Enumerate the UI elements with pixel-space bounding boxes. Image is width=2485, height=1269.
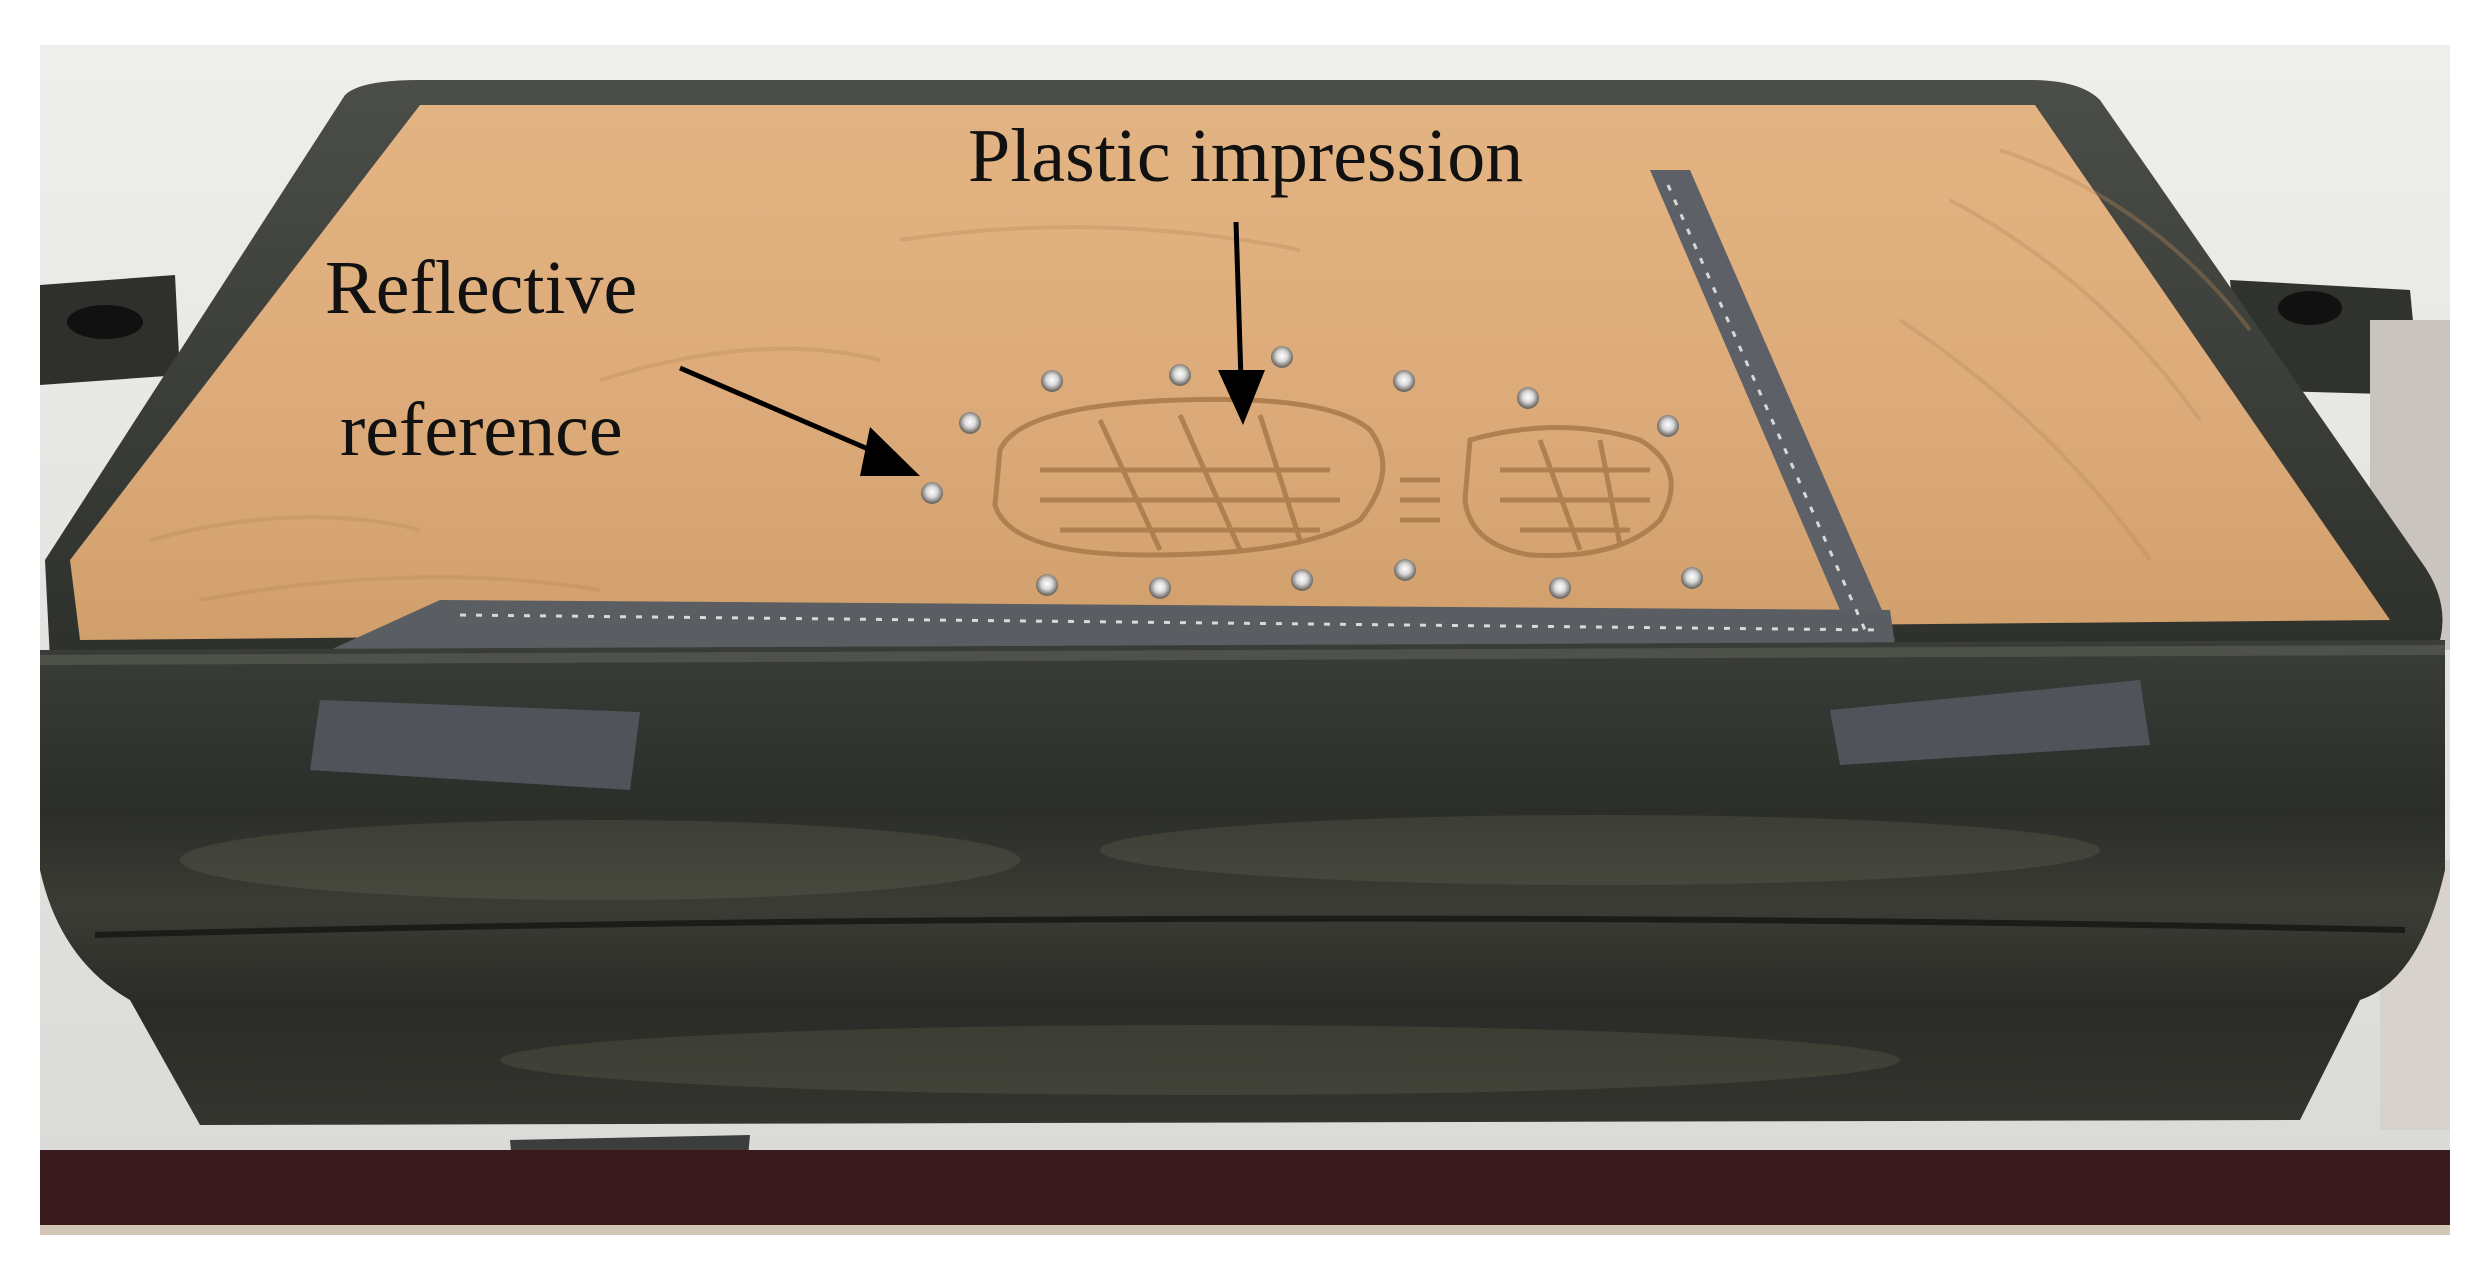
arrow-reflective-reference: [679, 365, 920, 476]
reflective-dot: [959, 412, 981, 434]
reflective-dot: [1041, 370, 1063, 392]
reflective-dot: [1169, 364, 1191, 386]
plastic-impression-label: Plastic impression: [968, 114, 1524, 198]
reflective-dot: [1149, 577, 1171, 599]
reflective-dot: [1394, 559, 1416, 581]
clip-right: [1830, 680, 2150, 765]
footprint-impression: [992, 396, 1674, 559]
clip-left: [310, 700, 640, 790]
reflective-dot: [1036, 574, 1058, 596]
reflective-dot: [1291, 569, 1313, 591]
l-ruler: [330, 170, 1895, 650]
reflective-reference-label-line2: reference: [340, 388, 623, 472]
reflective-dot: [1549, 577, 1571, 599]
reflective-dot: [1681, 567, 1703, 589]
reflective-dot: [1393, 370, 1415, 392]
arrow-plastic-impression: [1218, 221, 1265, 425]
reflective-dot: [1657, 415, 1679, 437]
reflective-dot: [921, 482, 943, 504]
reflective-dot: [1517, 387, 1539, 409]
reflective-dot: [1271, 346, 1293, 368]
reflective-reference-dots: [921, 346, 1703, 599]
base-cloth: [40, 1150, 2450, 1235]
reflective-reference-label-line1: Reflective: [325, 246, 638, 330]
